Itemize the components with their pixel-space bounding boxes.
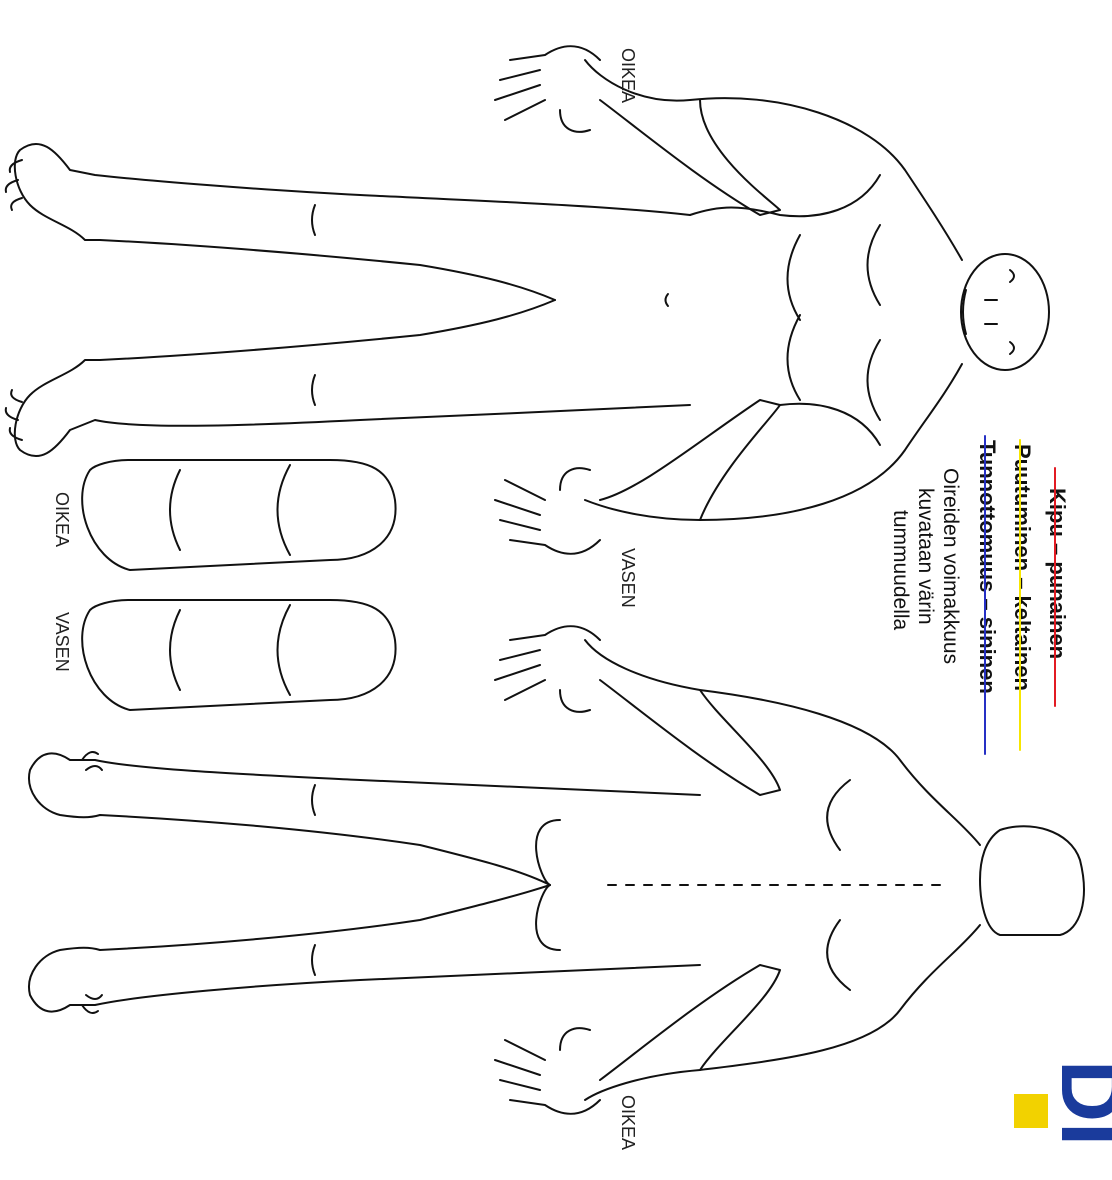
front-arm-left bbox=[600, 400, 780, 520]
back-leg-right bbox=[29, 753, 700, 885]
back-head bbox=[980, 826, 1084, 935]
back-hand-left bbox=[495, 1028, 600, 1114]
front-hand-right bbox=[495, 46, 600, 132]
front-chest bbox=[868, 225, 881, 420]
label-sole-right: OIKEA bbox=[52, 492, 72, 547]
front-knees bbox=[312, 205, 315, 405]
front-navel bbox=[666, 294, 669, 306]
logo: DI bbox=[1014, 1060, 1112, 1146]
back-knees bbox=[312, 785, 315, 975]
label-back-right-hand: OIKEA bbox=[618, 1095, 638, 1150]
label-front-right-hand: OIKEA bbox=[618, 48, 638, 103]
front-shoulders bbox=[585, 60, 962, 520]
label-sole-left: VASEN bbox=[52, 612, 72, 672]
legend-item-pain: Kipu – punainen bbox=[1045, 488, 1070, 659]
legend-item-insensitivity: Tunnottomuus – sininen bbox=[975, 440, 1000, 694]
back-leg-left bbox=[29, 885, 700, 1012]
logo-text: DI bbox=[1043, 1060, 1112, 1146]
legend: Kipu – punainen Puutuminen – keltainen T… bbox=[889, 436, 1070, 754]
front-head bbox=[961, 254, 1049, 370]
soles bbox=[82, 460, 395, 710]
front-arm-right bbox=[600, 100, 780, 215]
label-front-left-hand: VASEN bbox=[618, 548, 638, 608]
legend-note-line-1: Oireiden voimakkuus bbox=[939, 468, 962, 664]
front-hand-left bbox=[495, 468, 600, 554]
back-hand-right bbox=[495, 626, 600, 712]
back-shoulders bbox=[585, 640, 980, 1100]
front-leg-left bbox=[15, 300, 690, 456]
sole-left bbox=[82, 600, 395, 710]
front-leg-right bbox=[15, 144, 690, 300]
front-torso-upper-left bbox=[780, 404, 880, 445]
sole-right bbox=[82, 460, 395, 570]
front-abdomen bbox=[788, 235, 801, 400]
front-torso-upper-right bbox=[690, 175, 880, 216]
legend-item-numbness: Puutuminen – keltainen bbox=[1010, 444, 1035, 691]
legend-note-line-3: tummuudella bbox=[889, 510, 912, 631]
logo-square bbox=[1014, 1094, 1048, 1128]
legend-note-line-2: kuvataan värin bbox=[914, 488, 937, 625]
